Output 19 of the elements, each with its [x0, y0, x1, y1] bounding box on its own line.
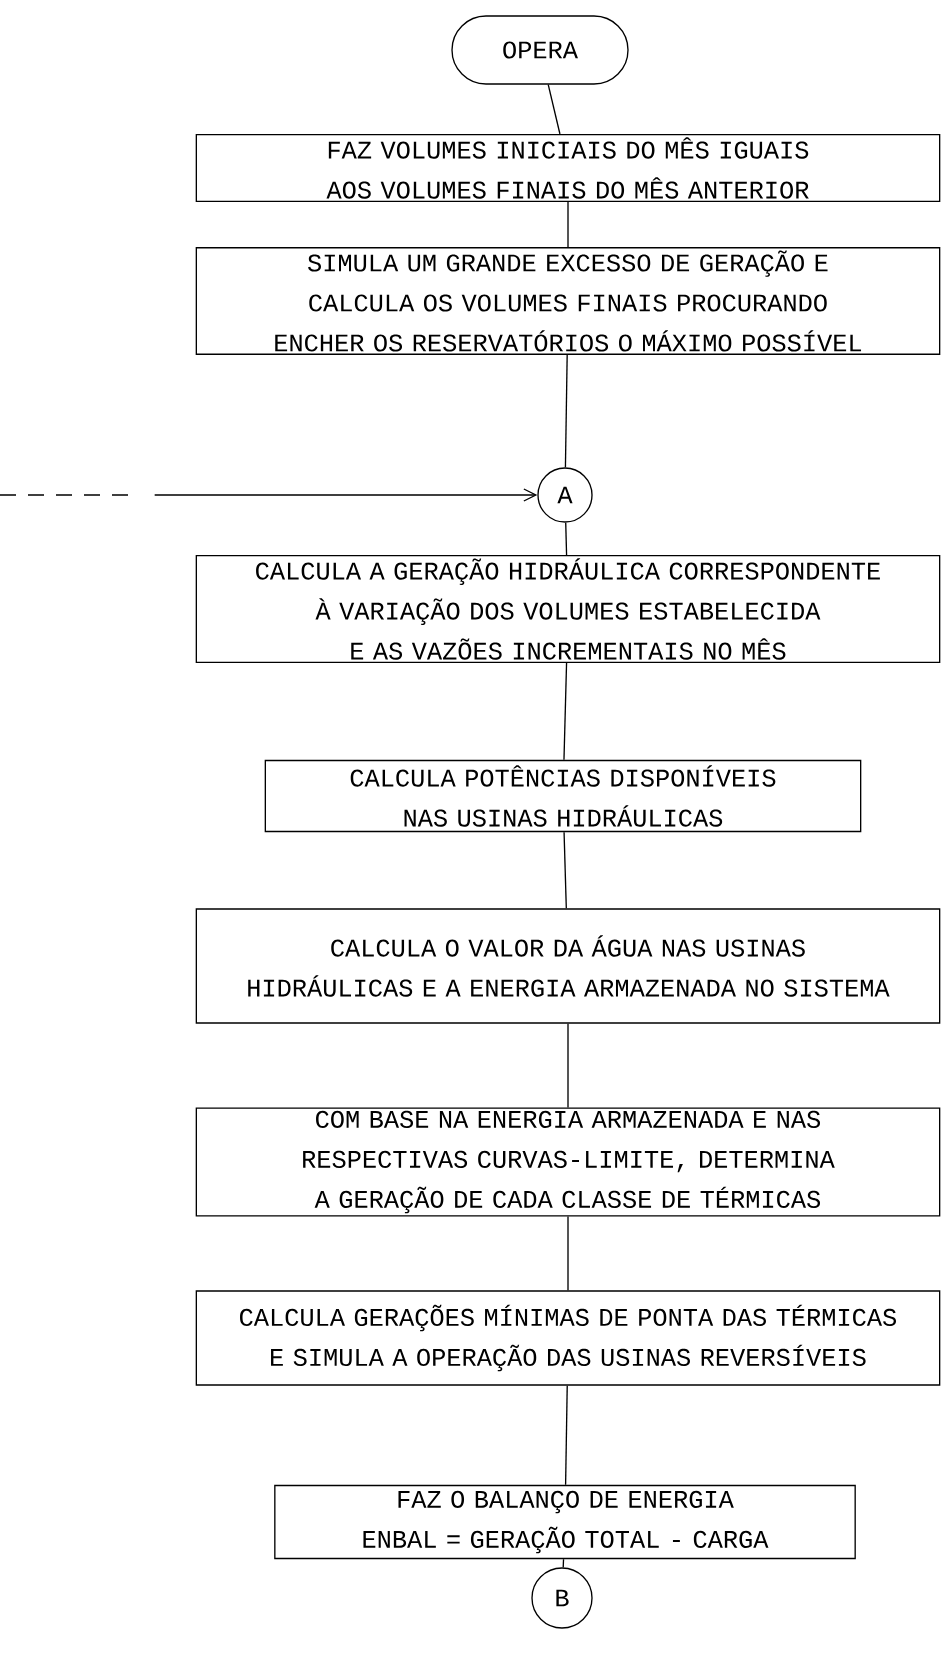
connector-line: [565, 522, 568, 556]
process-box: CALCULA A GERAÇÃO HIDRÁULICA CORRESPONDENTE À VARIAÇÃO DOS VOLUMES ESTABELECIDA E AS VAZÕES INCREMENTAIS NO MÊS: [195, 555, 941, 663]
process-box: SIMULA UM GRANDE EXCESSO DE GERAÇÃO E CALCULA OS VOLUMES FINAIS PROCURANDO ENCHER OS RESERVATÓRIOS O MÁXIMO POSSÍVEL: [195, 247, 941, 355]
connector-line: [564, 354, 568, 468]
connector-line: [564, 1385, 568, 1486]
connector-line: [563, 662, 568, 761]
connector-line: [567, 1215, 569, 1291]
process-box: CALCULA POTÊNCIAS DISPONÍVEIS NAS USINAS HIDRÁULICAS: [264, 759, 862, 833]
connector-line: [547, 84, 561, 135]
process-box: FAZ VOLUMES INICIAIS DO MÊS IGUAIS AOS VOLUMES FINAIS DO MÊS ANTERIOR: [195, 134, 941, 202]
process-box: FAZ O BALANÇO DE ENERGIA ENBAL = GERAÇÃO TOTAL - CARGA: [274, 1484, 856, 1560]
process-box: CALCULA GERAÇÕES MÍNIMAS DE PONTA DAS TÉRMICAS E SIMULA A OPERAÇÃO DAS USINAS REVERSÍVEIS: [195, 1290, 941, 1386]
process-box: CALCULA O VALOR DA ÁGUA NAS USINAS HIDRÁULICAS E A ENERGIA ARMAZENADA NO SISTEMA: [195, 908, 941, 1024]
connector-line: [563, 831, 567, 909]
connector-line: [567, 201, 569, 248]
connector-line: [562, 1558, 565, 1569]
process-box: COM BASE NA ENERGIA ARMAZENADA E NAS RESPECTIVAS CURVAS-LIMITE, DETERMINA A GERAÇÃO DE CADA CLASSE DE TÉRMICAS: [195, 1107, 941, 1217]
arrow: [0, 488, 538, 502]
connector-line: [567, 1023, 569, 1109]
